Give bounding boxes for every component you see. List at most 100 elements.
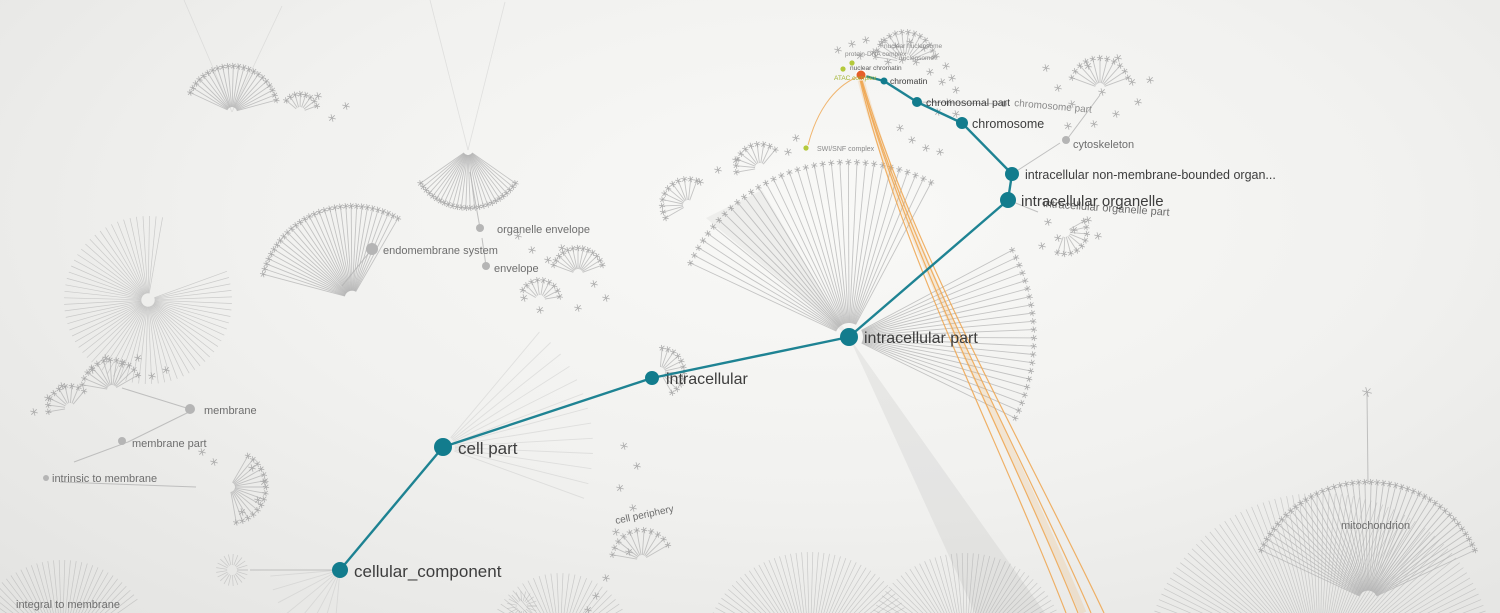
leaf-glyph — [660, 536, 667, 543]
node-label-cell-part[interactable]: cell part — [458, 439, 518, 458]
leaf-glyph — [1380, 479, 1387, 487]
leaf-glyph — [733, 168, 740, 176]
node-chromatin[interactable] — [880, 77, 888, 85]
gray-node[interactable] — [1001, 101, 1007, 107]
term-label[interactable]: nucleosome — [899, 55, 934, 62]
gray-node[interactable] — [43, 475, 49, 481]
node-chromosome[interactable] — [956, 117, 968, 129]
node-label-intracellular-non-membrane-bounded-organelle[interactable]: intracellular non-membrane-bounded organ… — [1025, 168, 1276, 182]
node-label-intracellular-part[interactable]: intracellular part — [864, 330, 978, 347]
leaf-glyph — [1030, 318, 1037, 325]
leaf-glyph — [574, 304, 582, 312]
leaf-glyph — [938, 78, 946, 86]
gray-node[interactable] — [482, 262, 490, 270]
node-cell-part[interactable] — [434, 438, 452, 456]
leaf-glyph — [662, 214, 669, 222]
highlight-strand — [861, 79, 1105, 613]
lime-node[interactable] — [840, 66, 846, 72]
leaf-glyph — [661, 190, 668, 197]
leaf-glyph — [1349, 479, 1356, 487]
highlighted-node[interactable] — [855, 69, 867, 81]
node-intracellular-non-membrane-bounded-organelle[interactable] — [1005, 167, 1019, 181]
leaf-glyph — [224, 63, 232, 70]
node-label-cellular-component[interactable]: cellular_component — [354, 562, 502, 581]
node-label-intracellular-organelle[interactable]: intracellular organelle — [1021, 193, 1164, 210]
leaf-glyph — [254, 506, 261, 514]
leaf-glyph — [1083, 224, 1090, 231]
leaf-glyph — [599, 261, 606, 269]
path-edges — [339, 73, 1014, 571]
gray-node[interactable] — [1062, 136, 1070, 144]
term-label[interactable]: membrane part — [132, 438, 207, 450]
fan-cluster — [44, 382, 88, 416]
leaf-glyph — [88, 366, 96, 374]
term-label[interactable]: mitochondrion — [1341, 520, 1410, 532]
leaf-glyph — [687, 259, 694, 267]
leaf-glyph — [1465, 535, 1473, 543]
term-label[interactable]: cytoskeleton — [1073, 139, 1134, 151]
gray-node[interactable] — [118, 437, 126, 445]
leaf-glyph — [254, 460, 261, 468]
leaf-glyph — [94, 360, 101, 367]
term-label[interactable]: membrane — [204, 405, 257, 417]
term-label[interactable]: ATAC complex — [834, 75, 877, 82]
leaf-glyph — [952, 86, 960, 94]
leaf-glyph — [417, 180, 424, 187]
term-label[interactable]: nuclear chromatin — [850, 65, 902, 72]
term-label[interactable]: integral to membrane — [16, 599, 120, 611]
path-edge — [442, 376, 653, 449]
leaf-glyph — [266, 82, 273, 89]
gray-node[interactable] — [366, 243, 378, 255]
node-intracellular[interactable] — [645, 371, 659, 385]
leaf-glyph — [1292, 503, 1299, 510]
leaf-glyph — [187, 89, 194, 96]
term-label[interactable]: intrinsic to membrane — [52, 473, 157, 485]
leaf-glyph — [677, 381, 684, 388]
leaf-glyph — [1297, 499, 1304, 507]
term-label[interactable]: organelle envelope — [497, 224, 590, 236]
leaf-glyph — [1128, 78, 1136, 86]
term-label[interactable]: protein-DNA complex — [845, 51, 907, 58]
node-label-chromosomal-part[interactable]: chromosomal part — [926, 97, 1010, 109]
term-label[interactable]: cell periphery — [614, 504, 674, 527]
leaf-glyph — [369, 205, 376, 212]
highlight-strand — [859, 79, 1067, 613]
fan-cluster — [270, 570, 340, 613]
leaf-glyph — [1027, 301, 1035, 309]
fan-cluster — [0, 559, 138, 613]
leaf-glyph — [50, 389, 58, 397]
fan-cluster — [1068, 54, 1132, 87]
node-label-chromatin[interactable]: chromatin — [890, 76, 928, 86]
node-intracellular-part[interactable] — [840, 328, 858, 346]
term-label[interactable]: chromosome part — [1014, 98, 1093, 116]
gray-node[interactable] — [476, 224, 484, 232]
leaf-glyph — [519, 286, 526, 294]
term-label[interactable]: envelope — [494, 263, 539, 275]
term-label[interactable]: SWI/SNF complex — [817, 146, 875, 153]
leaf-glyph — [255, 71, 262, 78]
path-edge — [651, 335, 850, 380]
leaf-glyph — [269, 87, 276, 94]
lime-node[interactable] — [849, 60, 855, 66]
highlight-path-edges — [807, 76, 1105, 613]
gray-node[interactable] — [185, 404, 195, 414]
leaf-glyph — [1019, 269, 1026, 277]
node-cellular-component[interactable] — [332, 562, 348, 578]
leaf-glyph — [1361, 478, 1369, 486]
leaf-glyph — [270, 246, 278, 253]
leaf-glyph — [760, 141, 767, 148]
term-label[interactable]: endomembrane system — [383, 245, 498, 257]
highlight-strand — [860, 79, 1079, 613]
leaf-glyph — [254, 496, 262, 504]
leaf-glyph — [1319, 487, 1326, 495]
leaf-glyph — [633, 527, 641, 534]
node-label-chromosome[interactable]: chromosome — [972, 117, 1044, 131]
term-label[interactable]: nuclear nucleosome — [884, 43, 943, 50]
leaf-glyph — [1287, 507, 1295, 514]
node-intracellular-organelle[interactable] — [1000, 192, 1016, 208]
leaf-glyph — [239, 517, 246, 524]
lime-node[interactable] — [803, 145, 809, 151]
node-label-intracellular[interactable]: intracellular — [666, 371, 748, 388]
node-chromosomal-part[interactable] — [912, 97, 922, 107]
